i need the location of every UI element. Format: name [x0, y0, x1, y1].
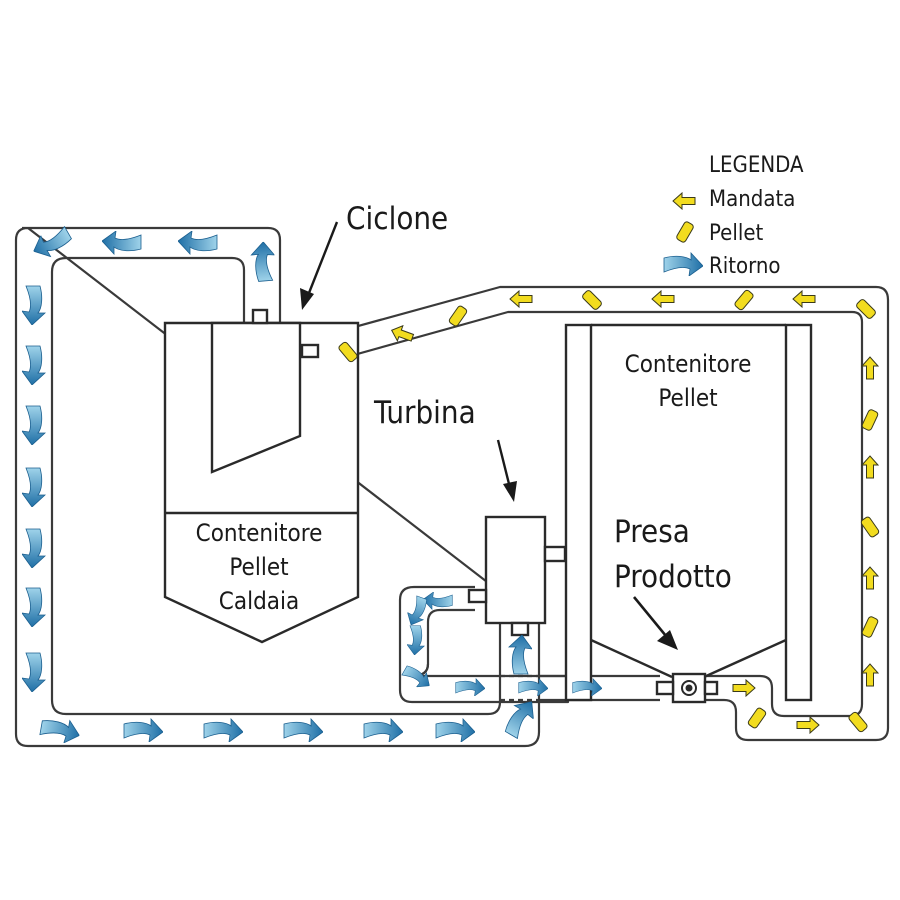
- blue-arrow-icon: [400, 662, 435, 693]
- pellet-icon: [580, 288, 604, 312]
- blue-arrow-icon: [407, 625, 425, 655]
- blue-arrow-icon: [403, 594, 431, 629]
- blue-arrow-icon: [178, 231, 218, 255]
- label-boiler-line3: Caldaia: [219, 587, 299, 615]
- pellet-silo: [564, 323, 813, 702]
- blue-arrow-icon: [22, 285, 46, 325]
- label-ciclone: Ciclone: [346, 201, 448, 237]
- presa-pointer: [632, 596, 678, 650]
- blue-arrow-icon: [38, 715, 82, 746]
- pellet-icon: [860, 408, 880, 432]
- blue-arrow-icon: [22, 405, 46, 445]
- label-silo-line2: Pellet: [658, 384, 717, 412]
- blue-arrow-icon: [508, 635, 532, 675]
- legend: LEGENDA Mandata Pellet Ritorno: [663, 153, 804, 279]
- yellow-arrow-icon: [792, 290, 816, 308]
- legend-label-pellet: Pellet: [709, 221, 764, 246]
- pointer-arrows: [300, 221, 678, 650]
- product-intake-valve: [655, 672, 719, 704]
- label-silo-line1: Contenitore: [625, 350, 752, 378]
- blue-arrow-icon: [102, 231, 142, 255]
- cyclone-outlet: [251, 308, 269, 325]
- turbine: [467, 515, 567, 637]
- yellow-arrow-icon: [672, 192, 696, 210]
- blue-arrow-icon: [435, 718, 475, 742]
- blue-arrow-icon: [423, 592, 453, 610]
- blue-arrow-icon: [283, 718, 323, 742]
- yellow-arrow-icon: [861, 566, 879, 590]
- label-turbina: Turbina: [373, 395, 476, 431]
- blue-arrow-icon: [22, 652, 46, 692]
- cyclone: [210, 321, 302, 474]
- label-boiler-line1: Contenitore: [196, 519, 323, 547]
- label-presa: Presa: [614, 514, 690, 550]
- blue-arrow-icon: [22, 345, 46, 385]
- yellow-arrow-icon: [861, 356, 879, 380]
- cyclone-inlet: [300, 343, 320, 359]
- pellet-icon: [746, 706, 768, 730]
- blue-arrow-icon: [123, 718, 163, 742]
- yellow-arrow-icon: [861, 663, 879, 687]
- blue-arrow-icon: [22, 587, 46, 627]
- blue-arrow-icon: [22, 467, 46, 507]
- label-boiler-line2: Pellet: [229, 553, 288, 581]
- yellow-arrow-icon: [796, 716, 820, 734]
- yellow-arrow-icon: [509, 290, 533, 308]
- legend-label-ritorno: Ritorno: [709, 254, 781, 279]
- pellet-icon: [860, 615, 880, 639]
- pellet-icon: [854, 297, 878, 321]
- label-prodotto: Prodotto: [614, 559, 732, 595]
- return-loop-pipe: [14, 226, 570, 748]
- legend-title: LEGENDA: [709, 153, 804, 178]
- pellet-icon: [859, 515, 881, 539]
- pellet-icon: [675, 220, 695, 244]
- pellet-icon: [847, 710, 869, 734]
- turbina-pointer: [496, 439, 517, 502]
- blue-arrow-icon: [22, 528, 46, 568]
- boiler-container: [163, 308, 360, 644]
- yellow-arrow-icon: [651, 290, 675, 308]
- pellet-icon: [733, 288, 755, 312]
- blue-arrow-icon: [363, 718, 403, 742]
- component-labels: Ciclone Turbina Presa Prodotto Contenito…: [196, 201, 752, 615]
- blue-arrow-icon: [663, 252, 703, 276]
- blue-arrow-icon: [518, 678, 548, 696]
- blue-arrow-icon: [249, 241, 277, 283]
- blue-arrow-icon: [203, 718, 243, 742]
- ciclone-pointer: [300, 221, 339, 310]
- yellow-arrow-icon: [732, 679, 756, 697]
- blue-arrow-icon: [455, 678, 485, 696]
- yellow-arrow-icon: [861, 455, 879, 479]
- legend-label-mandata: Mandata: [709, 187, 795, 212]
